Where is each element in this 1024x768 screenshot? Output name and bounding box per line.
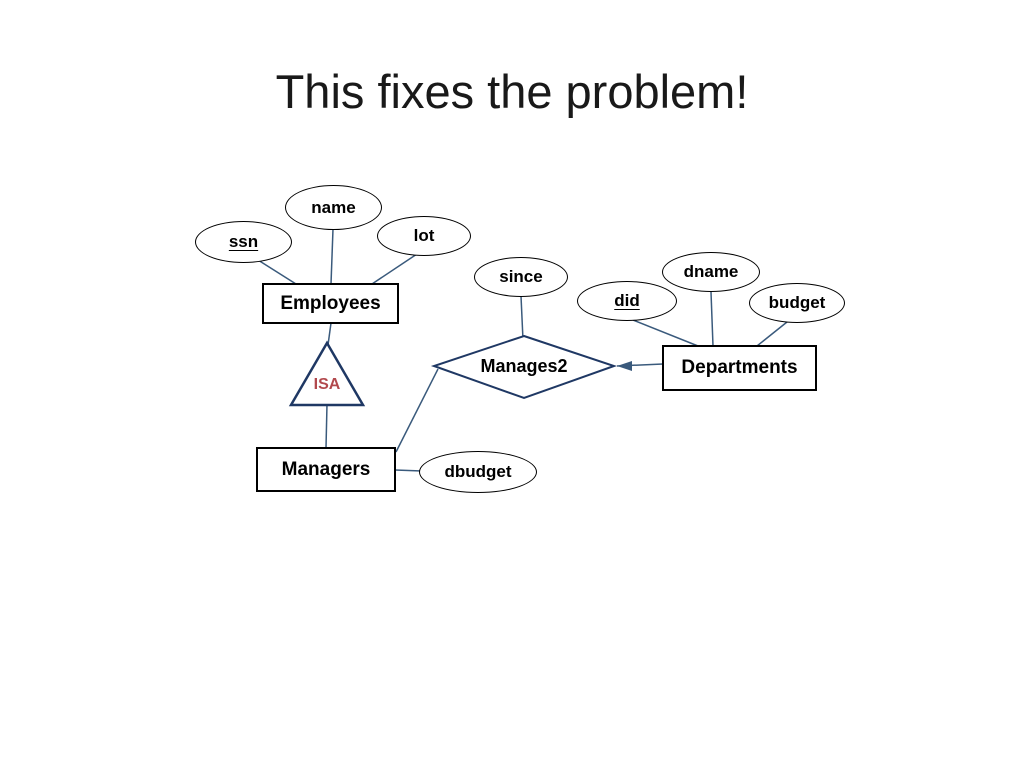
attribute-ellipse-did: did (577, 281, 677, 321)
attribute-ellipse-name: name (285, 185, 382, 230)
edge-manages2-managers (395, 368, 439, 453)
attribute-label-did: did (614, 291, 640, 310)
entity-departments: Departments (662, 345, 817, 391)
attribute-label-lot: lot (413, 226, 435, 245)
attribute-ellipse-dbudget: dbudget (419, 451, 537, 493)
attribute-label-since: since (499, 267, 543, 286)
entity-label-departments: Departments (681, 357, 798, 378)
attribute-ellipse-budget: budget (749, 283, 845, 323)
edge-isa-managers (325, 403, 328, 449)
attribute-ellipse-ssn: ssn (195, 221, 292, 263)
entity-label-employees: Employees (280, 292, 381, 314)
attribute-label-budget: budget (768, 293, 826, 312)
relationship-label-manages2: Manages2 (480, 355, 568, 376)
edge-did-departments (632, 319, 699, 347)
attribute-label-dbudget: dbudget (444, 462, 512, 481)
attribute-ellipse-lot: lot (377, 216, 471, 256)
attribute-label-name: name (311, 197, 356, 217)
entity-employees: Employees (262, 283, 399, 324)
edge-since-manages2 (520, 295, 524, 341)
edge-name-employees (330, 228, 334, 285)
edge-budget-departments (756, 321, 788, 347)
slide-title: This fixes the problem! (275, 65, 749, 118)
isa-triangle (288, 340, 366, 407)
edge-ssn-employees (257, 259, 297, 285)
edge-employees-isa (327, 322, 332, 346)
attribute-ellipse-dname: dname (662, 252, 760, 292)
attribute-label-dname: dname (683, 262, 739, 281)
entity-managers: Managers (256, 447, 396, 492)
entity-label-managers: Managers (281, 458, 371, 480)
edge-managers-dbudget (394, 469, 423, 472)
isa-label: ISA (313, 376, 341, 393)
attribute-ellipse-since: since (474, 257, 568, 297)
relationship-diamond-manages2 (430, 334, 618, 400)
attribute-label-ssn: ssn (228, 232, 259, 251)
edge-dname-departments (710, 291, 714, 347)
edge-lot-employees (371, 253, 418, 285)
arrowhead-icon (617, 361, 632, 371)
